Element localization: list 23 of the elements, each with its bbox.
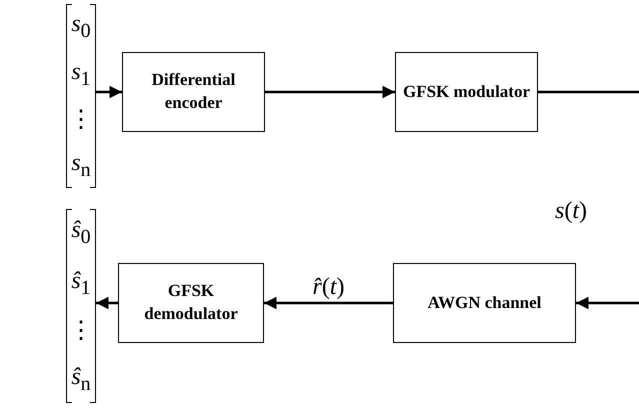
arrow — [96, 86, 122, 98]
process-box — [395, 52, 538, 132]
process-box — [118, 263, 264, 343]
vector-entry: ŝ$_{n}$ — [71, 365, 91, 394]
edge-label: r̂(t) — [310, 274, 346, 301]
box-label: GFSK demodulator — [143, 280, 239, 325]
vector-entry: ŝ$_{0}$ — [71, 218, 91, 247]
vector-entry: ⋮ — [69, 319, 93, 344]
arrow — [265, 86, 395, 98]
arrow — [576, 296, 639, 310]
vector-entry: s$_{n}$ — [71, 151, 91, 180]
process-box — [393, 263, 576, 343]
vector-entry: s$_{1}$ — [71, 60, 91, 89]
vector-entry: ŝ$_{1}$ — [71, 268, 91, 298]
vector-entry: s$_{0}$ — [71, 12, 91, 40]
box-label: GFSK modulator — [402, 80, 530, 103]
vector-entry: ⋮ — [69, 108, 93, 132]
box-label: AWGN channel — [428, 292, 542, 314]
arrow — [96, 296, 118, 310]
box-label: Differential encoder — [150, 69, 236, 114]
process-box — [122, 52, 265, 132]
arrow — [264, 296, 393, 310]
signal-label: s(t) — [555, 198, 588, 225]
